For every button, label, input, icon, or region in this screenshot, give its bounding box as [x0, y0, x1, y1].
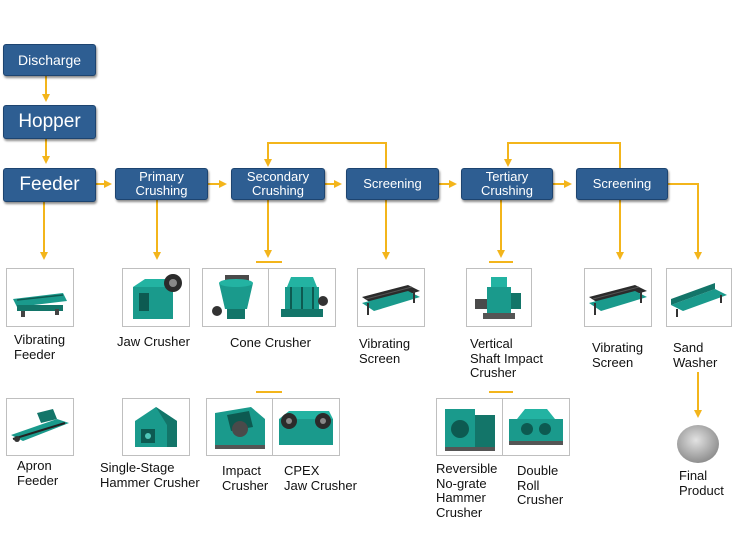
- cone-crusher-image-b[interactable]: [268, 268, 336, 327]
- sand-washer-image[interactable]: [666, 268, 732, 327]
- vibrating-screen-image-1[interactable]: [357, 268, 425, 327]
- caption-cone-crusher: Cone Crusher: [230, 335, 311, 350]
- final-product-image[interactable]: [676, 424, 720, 464]
- jaw-crusher-icon: [133, 274, 182, 319]
- caption-vibrating-screen-1: Vibrating Screen: [359, 336, 411, 366]
- return-loop-tertiary: [504, 142, 621, 168]
- impact-crusher-icon: [215, 407, 265, 449]
- cone-crusher-image-a[interactable]: [202, 268, 270, 327]
- step-label: Screening: [592, 176, 652, 192]
- caption-impact-crusher: Impact Crusher: [222, 463, 269, 493]
- vibrating-screen-image-2[interactable]: [584, 268, 652, 327]
- roll-crusher-icon: [509, 409, 563, 445]
- apron-feeder-icon: [11, 409, 69, 442]
- jaw-crusher-icon: [279, 411, 333, 445]
- step-label: Screening: [363, 176, 422, 192]
- cone-crusher-icon: [281, 277, 328, 317]
- hammer-crusher-icon: [135, 407, 177, 447]
- jaw-crusher-image[interactable]: [122, 268, 190, 327]
- impact-crusher-image[interactable]: [206, 398, 274, 456]
- caption-vibrating-feeder: Vibrating Feeder: [14, 332, 66, 362]
- caption-sand-washer: Sand Washer: [673, 340, 718, 370]
- return-loop-secondary: [264, 142, 387, 168]
- caption-apron-feeder: Apron Feeder: [17, 458, 59, 488]
- vibrating-feeder-icon: [13, 293, 67, 317]
- sand-pile-icon: [677, 425, 719, 463]
- step-label: Feeder: [19, 174, 80, 196]
- cone-crusher-icon: [212, 275, 253, 319]
- caption-double-roll-crusher: Double Roll Crusher: [517, 463, 564, 508]
- double-roll-crusher-image[interactable]: [502, 398, 570, 456]
- step-hopper[interactable]: Hopper: [3, 105, 96, 139]
- step-screening-1[interactable]: Screening: [346, 168, 439, 200]
- vibrating-feeder-image[interactable]: [6, 268, 74, 327]
- step-discharge[interactable]: Discharge: [3, 44, 96, 76]
- vibrating-screen-icon: [362, 285, 420, 315]
- vibrating-screen-icon: [589, 285, 647, 315]
- arrow-to-sand-washer: [668, 183, 702, 260]
- hammer-crusher-image[interactable]: [122, 398, 190, 456]
- hammer-crusher-icon: [445, 409, 495, 451]
- step-screening-2[interactable]: Screening: [576, 168, 668, 200]
- vsi-crusher-image[interactable]: [466, 268, 532, 327]
- step-feeder[interactable]: Feeder: [3, 168, 96, 202]
- reversible-hammer-crusher-image[interactable]: [436, 398, 504, 456]
- sand-washer-icon: [671, 283, 727, 317]
- step-label: Hopper: [18, 111, 81, 133]
- caption-hammer-crusher: Single-Stage Hammer Crusher: [100, 460, 200, 490]
- apron-feeder-image[interactable]: [6, 398, 74, 456]
- cpex-jaw-crusher-image[interactable]: [272, 398, 340, 456]
- step-label: Discharge: [17, 51, 82, 68]
- caption-vibrating-screen-2: Vibrating Screen: [592, 340, 644, 370]
- vsi-crusher-icon: [475, 277, 521, 319]
- caption-cpex-jaw-crusher: CPEX Jaw Crusher: [284, 463, 357, 493]
- caption-jaw-crusher: Jaw Crusher: [117, 334, 190, 349]
- caption-final-product: Final Product: [679, 468, 724, 498]
- caption-reversible-hammer-crusher: Reversible No-grate Hammer Crusher: [436, 461, 498, 520]
- caption-vsi-crusher: Vertical Shaft Impact Crusher: [470, 336, 543, 381]
